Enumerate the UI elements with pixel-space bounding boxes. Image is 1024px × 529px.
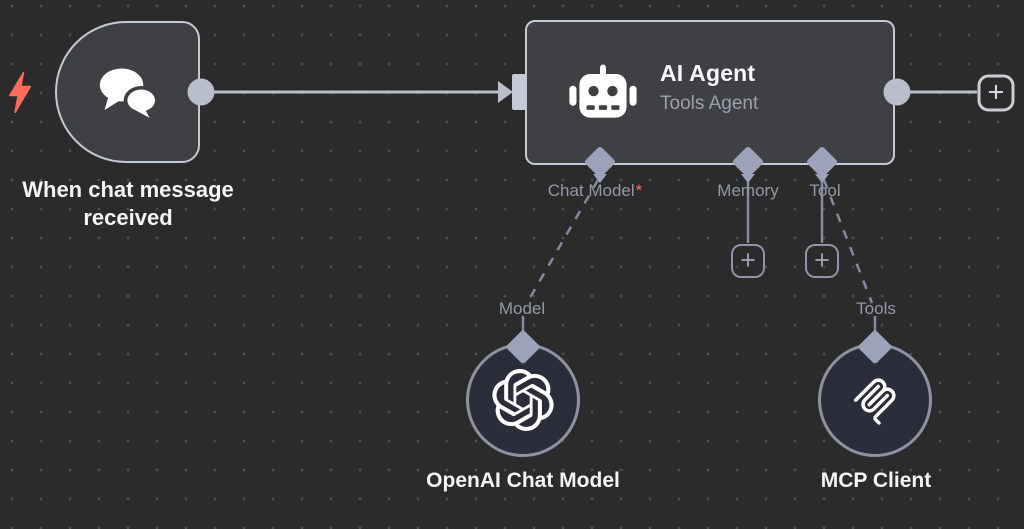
chat-model-connector-label: Chat Model* xyxy=(548,181,643,201)
ai-agent-node[interactable]: AI Agent Tools Agent xyxy=(525,20,895,165)
agent-tool-connector-arrow xyxy=(815,174,829,183)
agent-memory-connector[interactable] xyxy=(731,145,765,179)
chat-model-label-text: Chat Model xyxy=(547,181,635,200)
openai-model-connector-label: Model xyxy=(498,299,546,318)
agent-tool-connector[interactable] xyxy=(805,145,839,179)
agent-title: AI Agent xyxy=(660,60,756,86)
trigger-bolt-icon xyxy=(9,72,31,113)
openai-model-connector[interactable] xyxy=(505,329,541,365)
required-asterisk: * xyxy=(635,181,643,200)
add-memory-button[interactable]: + xyxy=(731,244,765,278)
agent-input-port[interactable] xyxy=(512,74,526,110)
connection-chatmodel-to-openai[interactable] xyxy=(525,179,600,304)
agent-chat-model-connector[interactable] xyxy=(583,145,617,179)
tool-connector-label: Tool xyxy=(809,181,841,200)
memory-connector-label: Memory xyxy=(717,181,779,200)
mcp-node-label: MCP Client xyxy=(820,469,932,492)
connection-tool-to-mcp[interactable] xyxy=(822,179,874,304)
add-next-node-button[interactable]: + xyxy=(977,74,1015,112)
openai-logo-icon xyxy=(492,369,554,431)
trigger-output-port[interactable] xyxy=(187,78,215,106)
agent-subtitle: Tools Agent xyxy=(660,93,759,114)
chat-trigger-node[interactable] xyxy=(55,21,200,163)
openai-node-label: OpenAI Chat Model xyxy=(426,469,620,492)
mcp-tools-connector-label: Tools xyxy=(856,299,896,318)
mcp-logo-icon xyxy=(853,378,896,425)
agent-output-port[interactable] xyxy=(883,78,911,106)
agent-chat-model-connector-arrow xyxy=(593,174,607,183)
agent-memory-connector-arrow xyxy=(741,174,755,183)
connection-arrowhead xyxy=(498,81,513,103)
robot-icon xyxy=(569,64,637,118)
add-tool-button[interactable]: + xyxy=(805,244,839,278)
trigger-node-label: When chat message received xyxy=(22,177,234,231)
chat-bubbles-icon xyxy=(99,68,159,123)
mcp-tools-connector[interactable] xyxy=(857,329,893,365)
